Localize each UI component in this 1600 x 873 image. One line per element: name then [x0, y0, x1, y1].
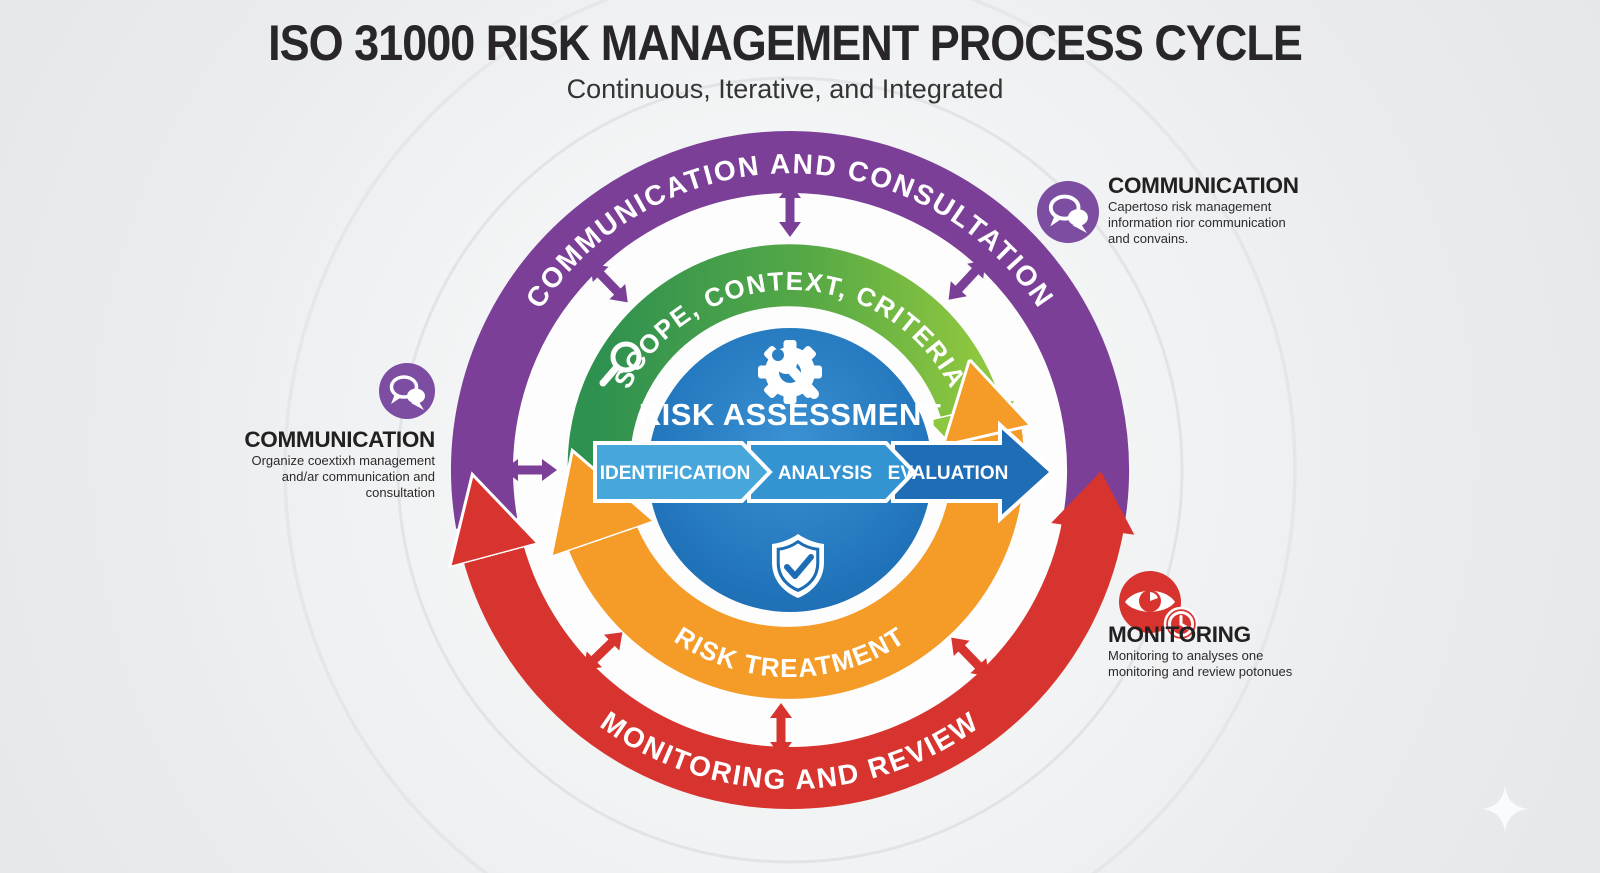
callout-heading: COMMUNICATION — [244, 427, 435, 452]
shield-check-icon — [772, 534, 824, 598]
callout-line: and/ar communication and — [281, 468, 435, 484]
decor-circle-inner — [396, 76, 1184, 864]
callout-communication-right: COMMUNICATION Capertoso risk management … — [1108, 173, 1318, 247]
step-evaluation-chevron — [891, 420, 1055, 524]
callout-line: and convains. — [1108, 230, 1189, 246]
step-identification-label: IDENTIFICATION — [600, 463, 751, 484]
step-analysis-label: ANALYSIS — [778, 463, 872, 484]
sparkle-icon — [1482, 786, 1528, 832]
speech-bubbles-icon — [379, 363, 435, 419]
callout-line: Monitoring to analyses one — [1108, 648, 1264, 663]
callout-line: consultation — [365, 484, 435, 500]
step-identification-chevron — [593, 441, 773, 503]
gear-wrench-icon — [758, 340, 822, 404]
callout-line: information rior communication — [1108, 214, 1286, 230]
callout-line: monitoring and review potonues — [1108, 663, 1293, 679]
page-title: ISO 31000 RISK MANAGEMENT PROCESS CYCLE — [268, 14, 1303, 72]
callout-heading: MONITORING — [1108, 622, 1251, 647]
center-title: RISK ASSESSMENT — [639, 397, 942, 432]
speech-bubbles-icon — [1037, 181, 1099, 243]
eye-clock-icon — [1119, 571, 1199, 642]
callout-communication-left: COMMUNICATION Organize coextixh manageme… — [233, 363, 435, 501]
communication-ring-arc — [451, 131, 1129, 541]
risk-cycle-diagram: COMMUNICATION AND CONSULTATION SCOPE, CO… — [440, 131, 1140, 809]
monitoring-ring-arc — [493, 513, 1096, 809]
page-subtitle: Continuous, Iterative, and Integrated — [566, 74, 1004, 104]
magnifier-icon — [599, 341, 642, 387]
callout-line: Organize coextixh management — [251, 453, 435, 468]
callout-line: Capertoso risk management — [1108, 199, 1272, 214]
step-evaluation-label: EVALUATION — [888, 463, 1009, 484]
decor-circle-outer — [283, 0, 1297, 873]
callout-heading: COMMUNICATION — [1108, 173, 1299, 198]
callout-monitoring: MONITORING Monitoring to analyses one mo… — [1108, 622, 1328, 680]
treatment-arc — [599, 418, 988, 699]
